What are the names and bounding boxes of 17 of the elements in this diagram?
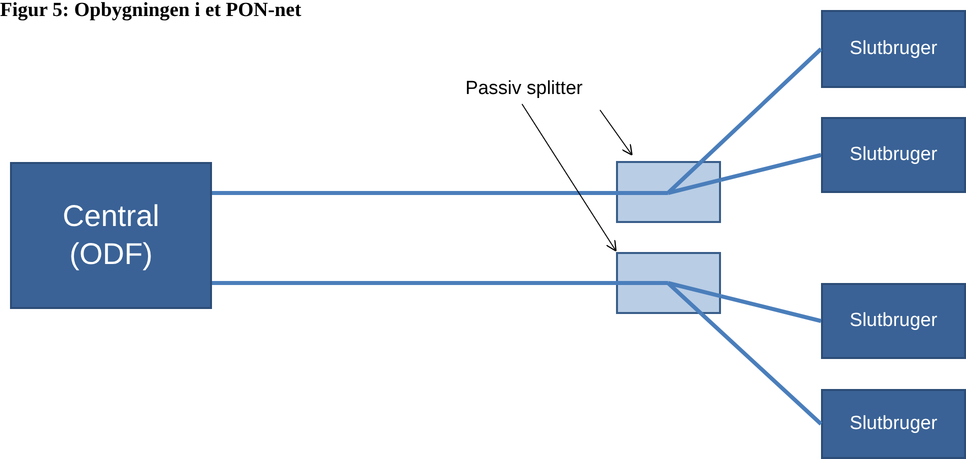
end-user-box: Slutbruger bbox=[821, 389, 966, 459]
end-user-box: Slutbruger bbox=[821, 10, 966, 88]
figure-title: Figur 5: Opbygningen i et PON-net bbox=[0, 0, 302, 22]
leader-label: Passiv splitter bbox=[440, 76, 608, 102]
leader-arrow bbox=[522, 104, 617, 252]
fiber-line bbox=[700, 312, 822, 426]
fiber-line bbox=[720, 153, 822, 182]
fiber-line bbox=[212, 281, 616, 285]
end-user-box: Slutbruger bbox=[821, 117, 966, 193]
splitter-box bbox=[616, 252, 721, 314]
splitter-box bbox=[616, 161, 721, 223]
leader-arrow bbox=[600, 110, 633, 156]
fiber-line bbox=[212, 191, 616, 195]
fiber-line bbox=[700, 48, 822, 162]
fiber-line bbox=[720, 294, 822, 323]
central-box: Central (ODF) bbox=[10, 162, 212, 309]
end-user-box: Slutbruger bbox=[821, 283, 966, 359]
